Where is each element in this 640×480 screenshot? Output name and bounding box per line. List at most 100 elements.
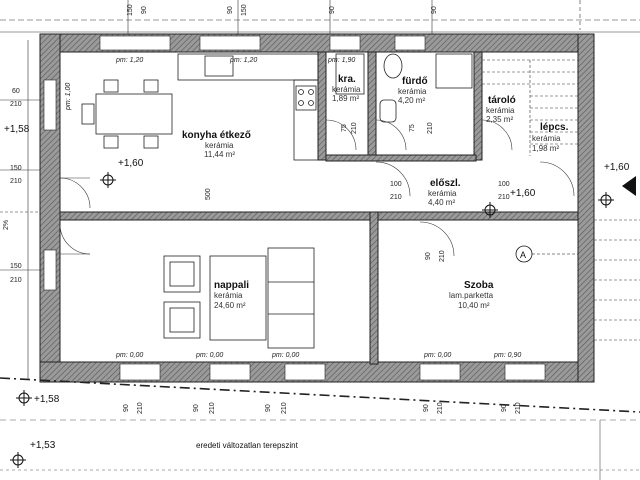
room-name: Szoba: [464, 280, 494, 291]
dim-label: 90: [123, 404, 130, 412]
sill-label: pm: 0,90: [493, 352, 521, 359]
dim-label: 90: [193, 404, 200, 412]
dim-label: 100: [498, 181, 510, 188]
dim-label: 90: [423, 404, 430, 412]
sill-label: pm: 1,20: [229, 57, 257, 64]
dim-label: 90: [141, 6, 148, 14]
room-area: 4,40 m²: [428, 198, 455, 207]
dim-label: 90: [329, 6, 336, 14]
room-nappali: nappali kerámia 24,60 m²: [214, 280, 249, 310]
room-material: kerámia: [532, 134, 561, 143]
level-label: +1,60: [604, 162, 630, 173]
room-material: kerámia: [486, 106, 515, 115]
room-furdo: fürdő kerámia 4,20 m²: [398, 76, 428, 105]
room-area: 1,89 m²: [332, 94, 359, 103]
sill-label: pm: 0,00: [423, 352, 451, 359]
level-label: +1,60: [510, 188, 536, 199]
room-tarolo: tároló kerámia 2,35 m²: [486, 95, 516, 124]
dim-label: 90: [431, 6, 438, 14]
sill-label: pm: 1,00: [65, 83, 72, 111]
living-furniture: [163, 247, 315, 349]
dim-label: 90: [501, 404, 508, 412]
dim-label: 210: [439, 250, 446, 262]
room-name: konyha étkező: [182, 130, 251, 141]
room-area: 2,35 m²: [486, 115, 513, 124]
dim-label: 210: [498, 194, 510, 201]
staircase: [482, 59, 640, 341]
room-name: előszl.: [430, 178, 461, 189]
slope-label: 2%: [3, 220, 10, 230]
dim-label: 90: [265, 404, 272, 412]
room-szoba: Szoba lam.parketta 10,40 m²: [449, 280, 494, 310]
dim-label: 210: [281, 402, 288, 414]
dim-label: 210: [390, 194, 402, 201]
left-dimension-lines: [0, 40, 40, 380]
room-material: kerámia: [398, 87, 427, 96]
section-mark: A: [515, 245, 578, 263]
room-area: 1,98 m²: [532, 144, 559, 153]
dim-label: 210: [10, 101, 22, 108]
dim-label: 75: [409, 124, 416, 132]
room-area: 24,60 m²: [214, 301, 246, 310]
dim-label: 150: [10, 263, 22, 270]
room-kamra: kra. kerámia 1,89 m²: [332, 74, 361, 103]
dim-label: 150: [241, 4, 248, 16]
room-name: nappali: [214, 280, 249, 291]
room-lepcso: lépcs. kerámia 1,98 m²: [532, 122, 569, 153]
sill-label: pm: 0,00: [195, 352, 223, 359]
level-label: +1,58: [4, 124, 30, 135]
dim-label: 500: [205, 188, 212, 200]
room-material: kerámia: [214, 291, 243, 300]
room-area: 10,40 m²: [458, 301, 490, 310]
sill-label: pm: 1,90: [327, 57, 355, 64]
top-dimension-lines: [0, 0, 640, 36]
dim-label: 90: [425, 252, 432, 260]
room-material: kerámia: [205, 141, 234, 150]
room-name: fürdő: [402, 76, 428, 87]
room-name: lépcs.: [540, 122, 569, 133]
door-swings: [59, 119, 575, 257]
level-markers: [10, 172, 614, 468]
kitchen-counter: [177, 53, 319, 161]
sill-label: pm: 0,00: [271, 352, 299, 359]
dim-label: 210: [427, 122, 434, 134]
dim-label: 210: [351, 122, 358, 134]
dim-label: 210: [10, 178, 22, 185]
dim-label: 90: [227, 6, 234, 14]
dim-label: 210: [209, 402, 216, 414]
room-material: kerámia: [332, 85, 361, 94]
dim-label: 210: [10, 277, 22, 284]
room-konyha: konyha étkező kerámia 11,44 m²: [182, 130, 251, 159]
room-eloter: előszl. kerámia 4,40 m²: [428, 178, 461, 207]
terrain-lines: [0, 419, 640, 480]
dim-label: 75: [341, 124, 348, 132]
bathroom-fixtures: [335, 53, 473, 123]
dim-label: 60: [12, 88, 20, 95]
sill-label: pm: 1,20: [115, 57, 143, 64]
walls: [39, 33, 595, 383]
entry-arrow-icon: [622, 176, 636, 196]
dim-label: 210: [515, 402, 522, 414]
dining-table: [81, 79, 173, 149]
dim-label: 210: [137, 402, 144, 414]
dim-label: 210: [437, 402, 444, 414]
room-name: kra.: [338, 74, 356, 85]
dim-label: 150: [10, 165, 22, 172]
room-material: kerámia: [428, 189, 457, 198]
dimension-numbers: 150 90 90 150 90 90 60 210 150 210 150 2…: [10, 4, 522, 414]
dim-label: 150: [127, 4, 134, 16]
sill-label: pm: 0,00: [115, 352, 143, 359]
room-area: 4,20 m²: [398, 96, 425, 105]
sill-labels: pm: 1,20 pm: 1,20 pm: 1,90 pm: 1,00 pm: …: [65, 57, 521, 359]
ground-label: eredeti változatlan terepszint: [196, 441, 299, 450]
level-label: +1,60: [118, 158, 144, 169]
room-area: 11,44 m²: [204, 150, 235, 159]
level-label: +1,58: [34, 394, 60, 405]
dim-label: 100: [390, 181, 402, 188]
level-label: +1,53: [30, 440, 56, 451]
level-labels: +1,58 +1,60 +1,60 +1,60 +1,58 +1,53: [4, 124, 630, 451]
windows: [43, 35, 546, 381]
room-material: lam.parketta: [449, 291, 494, 300]
room-name: tároló: [488, 95, 516, 106]
